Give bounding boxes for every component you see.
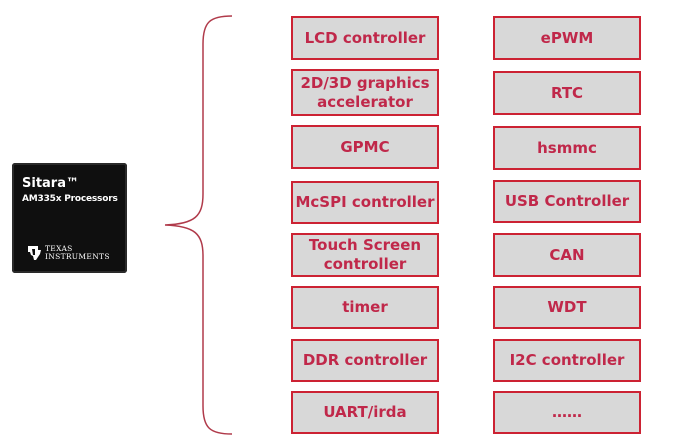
peripheral-box: …… bbox=[493, 391, 641, 434]
peripheral-box: GPMC bbox=[291, 125, 439, 169]
peripheral-box: RTC bbox=[493, 71, 641, 115]
peripheral-box: DDR controller bbox=[291, 339, 439, 382]
peripheral-box: Touch Screen controller bbox=[291, 233, 439, 277]
peripheral-box: McSPI controller bbox=[291, 181, 439, 224]
peripheral-box: timer bbox=[291, 286, 439, 329]
logo-line-1: TEXAS bbox=[45, 244, 73, 253]
texas-instruments-logo-icon bbox=[28, 246, 41, 260]
peripheral-box: UART/irda bbox=[291, 391, 439, 434]
texas-instruments-logo-text: TEXAS INSTRUMENTS bbox=[45, 245, 110, 261]
chip-subtitle: AM335x Processors bbox=[22, 194, 118, 204]
curly-brace-icon bbox=[164, 15, 233, 435]
peripheral-box: WDT bbox=[493, 286, 641, 329]
peripheral-box: CAN bbox=[493, 233, 641, 277]
logo-line-2: INSTRUMENTS bbox=[45, 252, 110, 261]
chip-title: Sitara™ bbox=[22, 176, 79, 191]
peripheral-box: LCD controller bbox=[291, 16, 439, 60]
peripheral-box: USB Controller bbox=[493, 180, 641, 223]
peripheral-box: I2C controller bbox=[493, 339, 641, 382]
peripheral-box: hsmmc bbox=[493, 126, 641, 170]
processor-chip: Sitara™ AM335x Processors TEXAS INSTRUME… bbox=[12, 163, 127, 273]
peripheral-box: ePWM bbox=[493, 16, 641, 60]
peripheral-box: 2D/3D graphics accelerator bbox=[291, 69, 439, 116]
